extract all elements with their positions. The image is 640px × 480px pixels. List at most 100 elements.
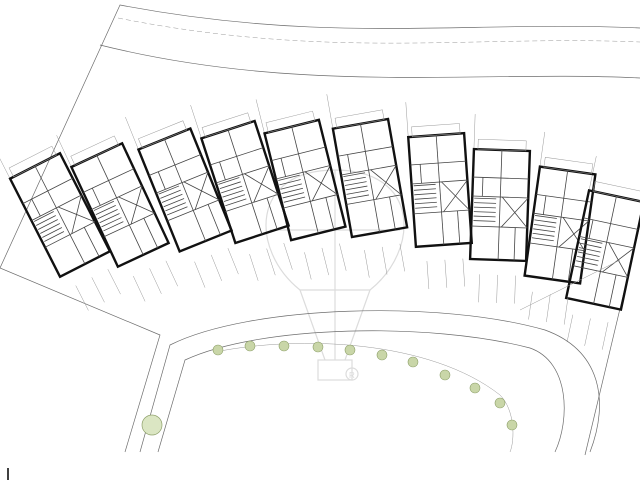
partition-wall (280, 158, 286, 177)
partition-wall (360, 123, 380, 233)
row-house-unit (523, 157, 597, 285)
row-house-unit (564, 181, 640, 312)
setback-line (117, 17, 640, 44)
void-cross (57, 195, 96, 234)
void-cross (370, 165, 402, 200)
partition-wall (551, 170, 569, 280)
terrace (8, 145, 57, 178)
row-house-unit (406, 123, 474, 249)
row-house-unit (199, 112, 291, 245)
tree (439, 369, 451, 381)
partition-wall (266, 197, 278, 230)
stair-tread (163, 198, 185, 208)
terrace (138, 120, 187, 149)
parking-stripe (496, 274, 498, 303)
row-house-unit (263, 110, 347, 242)
unit-outer-wall (564, 188, 640, 312)
partition-wall (481, 177, 484, 197)
void-cross (244, 165, 279, 203)
terrace (334, 109, 385, 129)
partition-wall (143, 218, 159, 249)
tree (244, 340, 256, 352)
stair-tread (414, 201, 437, 205)
parking-stripe (601, 322, 609, 350)
tree (494, 397, 506, 409)
void-cross (500, 196, 529, 229)
parking-stripe (514, 275, 516, 304)
stair-tread (223, 194, 246, 202)
partition-wall (157, 171, 166, 190)
partition-wall (389, 196, 396, 230)
parking-stripe (546, 294, 551, 323)
stair-tread (344, 181, 367, 186)
stair-tread (346, 190, 369, 195)
partition-wall (164, 138, 206, 242)
tree (469, 382, 481, 394)
stair-tread (344, 176, 366, 182)
terrace (411, 123, 461, 138)
parking-stripe (133, 275, 146, 302)
void-cross (183, 171, 220, 210)
stair-tread (535, 215, 557, 219)
partition-wall (291, 126, 319, 234)
parking-stripe (478, 274, 480, 303)
partition-wall (34, 165, 86, 265)
tree (376, 349, 388, 361)
stair-tread (576, 260, 598, 266)
void-cross (304, 165, 338, 202)
void-cross (602, 242, 635, 278)
stair-tread (415, 206, 438, 209)
tree (278, 340, 290, 352)
stair-tread (93, 200, 115, 211)
parking-stripes (75, 242, 609, 350)
site-boundary-top (0, 4, 640, 269)
partition-wall (83, 227, 100, 257)
stair-tread (219, 181, 241, 189)
street-trees (212, 340, 518, 431)
stair-tread (576, 255, 599, 262)
road-edge-upper (99, 44, 640, 79)
stair-tread (218, 177, 240, 185)
stair-tread (532, 232, 555, 237)
stair-tread (221, 185, 243, 194)
parking-stripe (528, 291, 533, 320)
stair-tread (101, 217, 122, 228)
stair-tread (158, 185, 180, 195)
parking-stripe (249, 254, 259, 281)
stair-tread (95, 204, 116, 215)
tree (344, 344, 356, 356)
parking-stripe (194, 261, 206, 288)
access-path (519, 259, 621, 311)
stair-tread (99, 213, 120, 224)
parking-stripe (266, 248, 276, 276)
stair-tread (103, 221, 124, 232)
watermark-balloon-ropes (270, 170, 400, 361)
parking-stripe (339, 243, 347, 271)
parking-stripe (444, 259, 448, 288)
stair-tread (579, 242, 602, 249)
parking-stripe (165, 260, 178, 287)
stair-tread (533, 223, 556, 228)
parking-stripe (321, 247, 329, 276)
stair-tread (577, 251, 600, 257)
parking-stripe (283, 242, 293, 270)
stair-tread (40, 223, 61, 234)
parking-stripe (210, 254, 222, 281)
stair-tread (343, 172, 366, 177)
stair-tread (44, 231, 65, 242)
tree (506, 419, 518, 431)
stair-tread (35, 215, 56, 226)
stair-tread (413, 183, 436, 187)
row-house-unit (8, 145, 112, 279)
plot-division-lines (0, 94, 597, 245)
partition-wall (588, 219, 594, 239)
stair-tread (38, 219, 58, 230)
stair-tread (42, 227, 63, 238)
stair-tread (580, 238, 603, 244)
stair-tread (345, 185, 368, 191)
stair-tread (473, 220, 496, 222)
watermark-circle (345, 367, 359, 381)
partition-wall (567, 248, 574, 282)
terrace (201, 112, 252, 138)
row-house-unit (136, 120, 234, 254)
